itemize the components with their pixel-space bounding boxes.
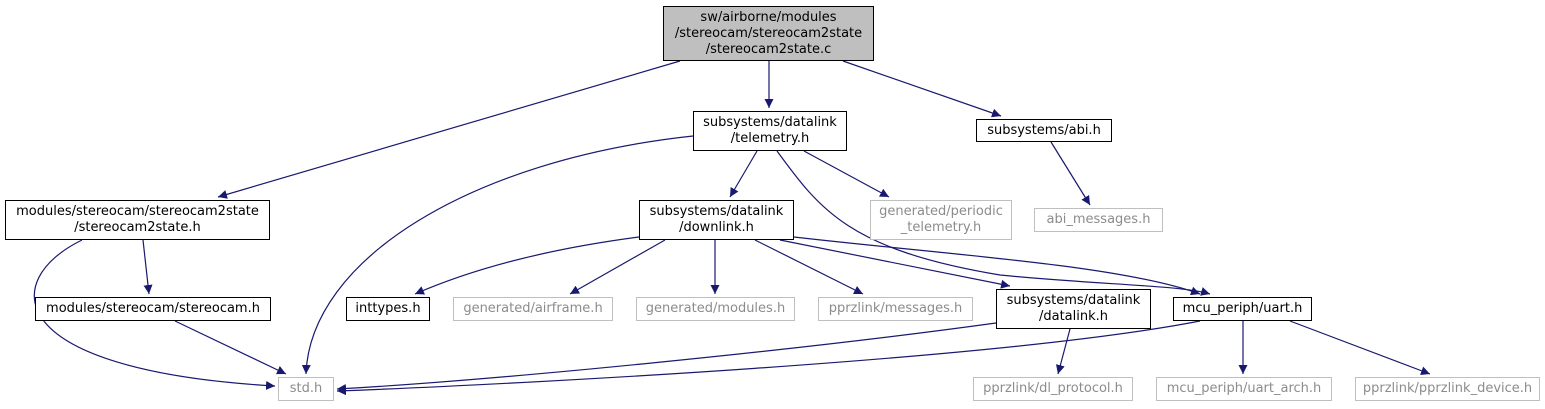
edge-downlink-to-inttypes — [414, 236, 640, 295]
node-downlink[interactable]: subsystems/datalink/downlink.h — [639, 200, 794, 240]
node-label-line: /stereocam2state.c — [705, 41, 832, 57]
node-stereocam-h[interactable]: modules/stereocam/stereocam.h — [35, 297, 271, 321]
node-dl-protocol[interactable]: pprzlink/dl_protocol.h — [973, 377, 1133, 401]
edge-abi-to-abi-messages — [1050, 141, 1091, 206]
node-label-line: std.h — [289, 381, 323, 396]
edge-root-to-stereocam2state-h — [217, 60, 681, 199]
node-label-line: subsystems/datalink — [703, 115, 837, 130]
node-label-line: abi_messages.h — [1046, 212, 1151, 227]
node-uart[interactable]: mcu_periph/uart.h — [1173, 297, 1312, 321]
node-label-line: inttypes.h — [355, 301, 421, 316]
edges-layer — [33, 60, 1431, 396]
node-label-line: subsystems/abi.h — [987, 122, 1101, 138]
node-label-line: pprzlink/dl_protocol.h — [983, 381, 1123, 396]
node-stereocam2state-h[interactable]: modules/stereocam/stereocam2state/stereo… — [5, 200, 270, 240]
edge-telemetry-to-std — [301, 135, 694, 375]
edge-telemetry-to-periodic-telemetry — [803, 150, 890, 198]
node-label-line: /stereocam/stereocam2state — [674, 25, 863, 41]
edge-downlink-to-datalink-h — [779, 239, 1011, 289]
node-label-line: pprzlink/pprzlink_device.h — [1362, 381, 1533, 396]
edge-telemetry-to-uart — [776, 150, 1211, 296]
node-pprzlink-device[interactable]: pprzlink/pprzlink_device.h — [1355, 377, 1540, 401]
node-datalink-h[interactable]: subsystems/datalink/datalink.h — [996, 289, 1151, 329]
node-label-line: /stereocam2state.h — [74, 220, 201, 235]
node-label-line: /downlink.h — [679, 220, 754, 235]
node-modules-h[interactable]: generated/modules.h — [636, 297, 795, 321]
edge-stereocam2state-h-to-std — [33, 239, 276, 390]
node-label-line: modules/stereocam/stereocam2state — [16, 204, 259, 219]
node-pprz-messages[interactable]: pprzlink/messages.h — [818, 297, 973, 321]
edge-uart-to-std — [336, 320, 1201, 396]
node-label-line: mcu_periph/uart_arch.h — [1166, 381, 1322, 396]
node-telemetry[interactable]: subsystems/datalink/telemetry.h — [693, 111, 847, 151]
edge-downlink-to-airframe — [569, 239, 666, 295]
edge-downlink-to-uart — [793, 236, 1201, 296]
edge-stereocam2state-h-to-stereocam-h — [142, 239, 153, 295]
edge-uart-to-pprzlink-device — [1289, 320, 1431, 376]
node-label-line: pprzlink/messages.h — [828, 301, 963, 316]
node-label-line: mcu_periph/uart.h — [1182, 301, 1303, 316]
node-label-line: _telemetry.h — [900, 220, 982, 235]
node-airframe[interactable]: generated/airframe.h — [453, 297, 613, 321]
node-label-line: generated/modules.h — [645, 301, 786, 316]
node-label-line: /datalink.h — [1038, 309, 1109, 324]
edge-stereocam-h-to-std — [174, 320, 287, 375]
edge-datalink-h-to-std — [336, 322, 997, 393]
node-label-line: subsystems/datalink — [1006, 293, 1141, 308]
edge-telemetry-to-downlink — [729, 150, 758, 198]
node-label-line: sw/airborne/modules — [700, 9, 837, 25]
node-uart-arch[interactable]: mcu_periph/uart_arch.h — [1156, 377, 1332, 401]
node-label-line: generated/periodic — [879, 204, 1003, 219]
node-root[interactable]: sw/airborne/modules/stereocam/stereocam2… — [663, 6, 874, 61]
node-periodic-telemetry[interactable]: generated/periodic_telemetry.h — [870, 200, 1012, 240]
node-abi[interactable]: subsystems/abi.h — [976, 119, 1112, 142]
node-label-line: /telemetry.h — [730, 131, 810, 146]
edge-datalink-h-to-dl-protocol — [1055, 328, 1071, 375]
node-label-line: subsystems/datalink — [649, 204, 784, 219]
node-abi-messages[interactable]: abi_messages.h — [1034, 208, 1163, 232]
node-label-line: modules/stereocam/stereocam.h — [46, 301, 260, 316]
edge-downlink-to-pprz-messages — [754, 239, 864, 295]
node-std[interactable]: std.h — [278, 377, 334, 401]
node-label-line: generated/airframe.h — [463, 301, 603, 316]
node-inttypes[interactable]: inttypes.h — [346, 297, 430, 321]
edge-root-to-abi — [842, 60, 1002, 118]
